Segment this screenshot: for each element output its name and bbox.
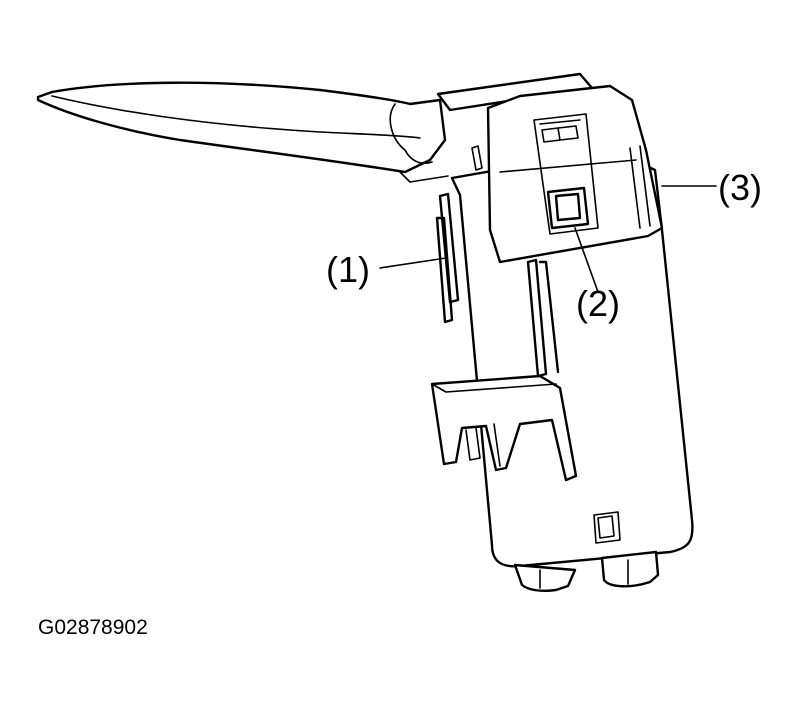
connector-housing (436, 72, 664, 264)
figure-id: G02878902 (38, 616, 148, 639)
lock-tab (471, 145, 590, 230)
callout-1: (1) (326, 249, 370, 290)
callout-3: (3) (718, 167, 762, 208)
mounting-bracket (430, 258, 578, 482)
callout-2: (2) (576, 283, 620, 324)
leader-line-2 (574, 227, 599, 293)
wire-harness (36, 81, 449, 183)
leader-line-1 (379, 257, 447, 269)
lock-rail (435, 192, 460, 324)
